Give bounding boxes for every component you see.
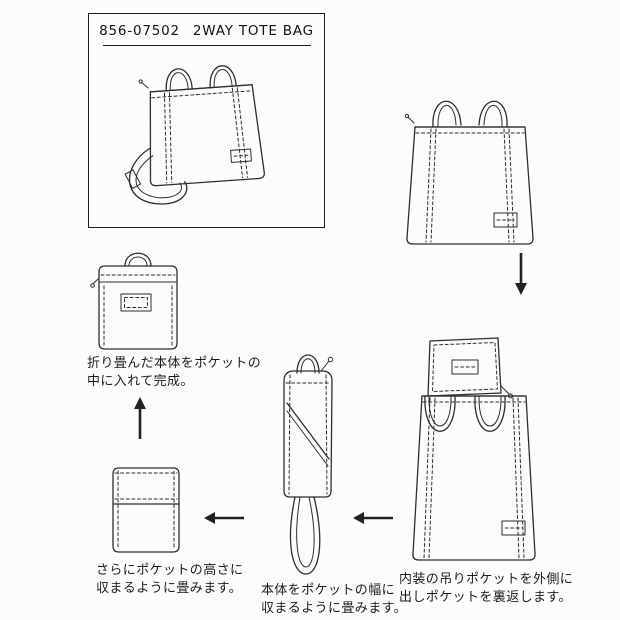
brand-label-patch — [230, 148, 252, 163]
tote-bag-pocket-out-drawing — [412, 337, 536, 561]
step2-caption: 本体をポケットの幅に 収まるように畳みます。 — [261, 582, 407, 618]
arrow-down-icon — [515, 253, 527, 295]
caption-line: 本体をポケットの幅に — [261, 583, 396, 598]
arrow-left-icon — [353, 512, 393, 524]
final-caption: 折り畳んだ本体をポケットの 中に入れて完成。 — [87, 355, 261, 391]
caption-line: 内装の吊りポケットを外側に — [399, 572, 574, 587]
brand-label-patch — [501, 520, 526, 536]
folded-bag-with-strap-drawing — [283, 354, 334, 575]
arrow-up-icon — [134, 397, 146, 439]
product-title: 856-07502 2WAY TOTE BAG — [89, 23, 324, 39]
product-name: 2WAY TOTE BAG — [192, 23, 314, 39]
arrow-left-icon — [204, 512, 244, 524]
caption-line: 折り畳んだ本体をポケットの — [87, 356, 262, 371]
caption-line: 中に入れて完成。 — [87, 374, 194, 389]
product-title-box: 856-07502 2WAY TOTE BAG — [88, 13, 325, 228]
caption-line: 収まるように畳みます。 — [261, 601, 408, 616]
tote-bag-with-strap-drawing — [124, 65, 266, 205]
folded-square-drawing — [112, 467, 180, 553]
pocket-label-patch — [120, 293, 152, 312]
caption-line: さらにポケットの高さに — [96, 563, 244, 578]
title-underline — [102, 45, 311, 46]
tote-bag-front-drawing — [404, 100, 534, 245]
step1-caption: 内装の吊りポケットを外側に 出しポケットを裏返します。 — [399, 571, 573, 607]
caption-line: 出しポケットを裏返します。 — [399, 590, 572, 605]
pocket-label-patch — [451, 359, 479, 375]
finished-pouch-drawing — [90, 252, 178, 350]
brand-label-patch — [493, 212, 518, 228]
step3-caption: さらにポケットの高さに 収まるように畳みます。 — [96, 562, 243, 598]
caption-line: 収まるように畳みます。 — [96, 581, 243, 596]
product-code: 856-07502 — [99, 23, 180, 39]
